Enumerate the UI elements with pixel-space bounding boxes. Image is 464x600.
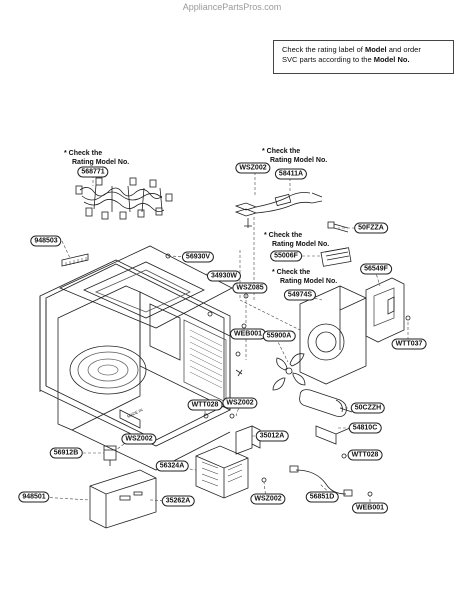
cap-bracket-drawing — [315, 425, 351, 459]
capacitor-drawing — [299, 389, 353, 417]
part-tag-58411a[interactable]: 58411A — [274, 168, 308, 180]
part-tag-568771[interactable]: 568771 — [77, 166, 109, 178]
part-tag-wsz085[interactable]: WSZ085 — [232, 282, 268, 294]
svg-text:MADE IN: MADE IN — [126, 407, 143, 419]
part-tag-55006f[interactable]: 55006F — [270, 250, 302, 262]
check-note-harness: * Check the Rating Model No. — [64, 150, 130, 166]
part-tag-web001-top[interactable]: WEB001 — [229, 328, 267, 340]
part-tag-55900a[interactable]: 55900A — [262, 330, 296, 342]
watermark: AppliancePartsPros.com — [182, 2, 282, 12]
wire-harness-drawing — [75, 177, 173, 220]
part-tag-wtt037[interactable]: WTT037 — [391, 338, 427, 350]
part-tag-35012a[interactable]: 35012A — [255, 430, 289, 442]
check-note-fuse: * Check the Rating Model No. — [264, 232, 330, 248]
notice-line-1: Check the rating label of Model and orde… — [282, 45, 421, 54]
check-note-power-cord: * Check the Rating Model No. — [262, 148, 328, 164]
part-tag-54810c[interactable]: 54810C — [348, 422, 382, 434]
part-tag-50fzza[interactable]: 50FZZA — [354, 222, 388, 234]
part-tag-56549f[interactable]: 56549F — [360, 263, 392, 275]
part-tag-wtt028-left[interactable]: WTT028 — [187, 399, 223, 411]
part-tag-wtt028-right[interactable]: WTT028 — [347, 449, 383, 461]
thermostat-drawing — [103, 445, 117, 466]
fuse-drawing — [320, 221, 352, 267]
rating-label-notice: Check the rating label of Model and orde… — [273, 40, 454, 74]
part-tag-56851d[interactable]: 56851D — [305, 491, 339, 503]
part-tag-948501[interactable]: 948501 — [18, 491, 50, 503]
part-tag-56930v[interactable]: 56930V — [181, 251, 215, 263]
part-tag-56324a[interactable]: 56324A — [155, 460, 189, 472]
part-tag-35262a[interactable]: 35262A — [161, 495, 195, 507]
part-tag-wsz002-bottom[interactable]: WSZ002 — [250, 493, 286, 505]
part-tag-948503[interactable]: 948503 — [30, 235, 62, 247]
base-plate-drawing — [89, 469, 157, 529]
part-tag-web001-bottom[interactable]: WEB001 — [351, 502, 389, 514]
part-tag-56912b[interactable]: 56912B — [49, 447, 83, 459]
check-note-fan: * Check the Rating Model No. — [272, 269, 338, 285]
fan-motor-drawing — [272, 277, 411, 391]
part-tag-wsz002-top[interactable]: WSZ002 — [235, 162, 271, 174]
part-tag-54974s[interactable]: 54974S — [283, 289, 317, 301]
part-tag-wsz002-mid[interactable]: WSZ002 — [222, 397, 258, 409]
part-tag-34930w[interactable]: 34930W — [206, 270, 242, 282]
power-cord-drawing — [234, 192, 323, 228]
transformer-drawing — [195, 445, 249, 499]
part-tag-50czzh[interactable]: 50CZZH — [350, 402, 386, 414]
diode-lead-drawing — [289, 465, 353, 497]
grille-drawing — [61, 253, 89, 267]
notice-line-2: SVC parts according to the Model No. — [282, 55, 410, 64]
part-tag-wsz002-left[interactable]: WSZ002 — [121, 433, 157, 445]
bracket-35012a-drawing — [235, 425, 261, 455]
